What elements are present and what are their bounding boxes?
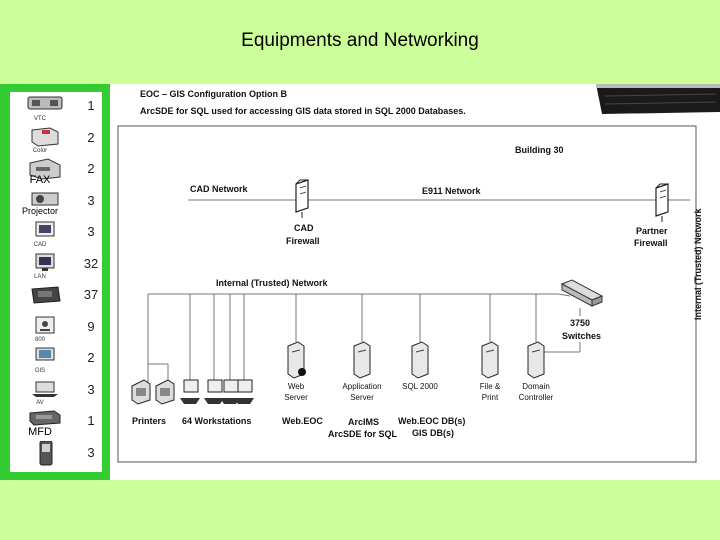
network-drop-lines [189,294,537,380]
phone-icon [14,283,74,316]
color-printer-icon [14,126,74,159]
building-outline [117,125,697,463]
cad-network-label: CAD Network [190,184,249,194]
equipment-count: 37 [83,287,99,302]
internal-network-vertical-label: Internal (Trusted) Network [693,207,703,320]
printers-label: Printers [132,416,166,426]
lan-computer-icon [14,252,74,285]
equipment-item: 3 [10,440,102,474]
printers-icon [131,379,175,405]
gis-workstation-icon [14,346,74,379]
equipment-count: 2 [87,161,95,176]
server-icon [527,341,545,379]
equipment-item: Projector 3 [10,189,102,222]
multifunction-device-icon [14,409,74,442]
server-icon [481,341,499,379]
equipment-item: Color 2 [10,126,102,159]
equipment-item: VTC 1 [10,94,102,127]
server-label-line1: Domain [522,382,550,391]
e911-network-label: E911 Network [422,186,482,196]
equipment-label: VTC [34,116,46,122]
equipment-item: AV 3 [10,378,102,411]
server-label-line2: Server [350,393,374,402]
equipment-count: 2 [87,350,95,365]
workstations-label: 64 Workstations [182,416,251,426]
partner-firewall-label-1: Partner [636,226,668,236]
av-laptop-icon [14,378,74,411]
cad-firewall-icon [295,179,309,218]
equipment-item: LAN 32 [10,252,102,285]
equipment-item: MFD 1 [10,409,102,442]
equipment-label: LAN [34,273,46,280]
cad-firewall-label-2: Firewall [286,236,320,246]
equipment-label: CAD [33,242,47,248]
equipment-count: 3 [87,192,95,208]
partner-firewall-label-2: Firewall [634,238,668,248]
equipment-count: 1 [87,98,95,113]
keyboard-photo [596,84,720,114]
equipment-count: 3 [87,224,95,239]
webeoc-db-label: Web.EOC DB(s) [398,416,465,426]
server-label-line1: Application [342,382,381,391]
cellphone-icon [14,440,74,474]
switches-label-1: 3750 [570,318,590,328]
radio-icon [14,315,74,348]
equipment-count: 2 [87,129,95,145]
server-label-line1: SQL 2000 [402,382,438,391]
cad-firewall-label-1: CAD [294,223,314,233]
server-icon [287,341,306,379]
equipment-label: MFD [28,426,52,438]
server-label-line1: Web [288,382,305,391]
equipment-count: 32 [83,255,99,271]
partner-firewall-icon [655,183,669,222]
equipment-label: 800 [34,336,45,343]
equipment-label: Projector [21,205,58,216]
equipment-label: FAX [29,174,51,186]
equipment-count: 9 [87,318,95,334]
equipment-item: 37 [10,283,102,316]
gis-db-label: GIS DB(s) [412,428,454,438]
switch-icon [560,279,604,307]
slide-title: Equipments and Networking [241,30,479,51]
equipment-label: GIS [34,368,46,374]
building-label: Building 30 [515,145,564,155]
equipment-count: 3 [87,381,95,397]
arcims-label: ArcIMS [348,417,379,427]
diagram-heading-line1: EOC – GIS Configuration Option B [140,89,287,99]
equipment-item: CAD 3 [10,220,102,253]
server-label-line1: File & [480,382,501,391]
equipment-count: 3 [87,444,95,460]
equipment-item: 800 9 [10,315,102,348]
video-conference-icon [14,94,74,127]
cad-terminal-icon [14,220,74,253]
equipment-item: FAX 2 [10,157,102,190]
arcsde-label: ArcSDE for SQL [328,429,398,439]
equipment-label: AV [36,399,44,406]
network-diagram-svg: EOC – GIS Configuration Option B ArcSDE … [117,84,720,463]
equipment-label: Color [32,147,48,154]
server-label-line2: Controller [519,393,554,402]
server-icon [353,341,371,379]
web-eoc-label: Web.EOC [282,416,323,426]
fax-icon [14,157,74,190]
server-icon [411,341,429,379]
projector-icon [14,189,74,222]
workstations-icon [180,379,254,404]
equipment-item: GIS 2 [10,346,102,379]
equipment-count: 1 [87,413,95,428]
internal-network-label: Internal (Trusted) Network [216,278,329,288]
network-diagram: EOC – GIS Configuration Option B ArcSDE … [110,84,720,480]
diagram-heading-line2: ArcSDE for SQL used for accessing GIS da… [140,106,466,116]
switches-label-2: Switches [562,331,601,341]
server-label-line2: Server [284,393,308,402]
server-label-line2: Print [482,393,499,402]
